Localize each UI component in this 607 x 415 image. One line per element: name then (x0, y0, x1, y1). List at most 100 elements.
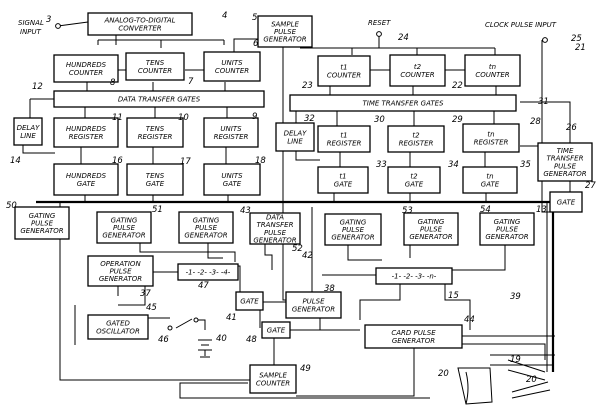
block-label: GATE (223, 180, 242, 188)
reference-numeral: 13 (536, 205, 547, 215)
block-label: t2 (414, 63, 422, 71)
block-label: GENERATOR (409, 233, 452, 241)
reference-numeral: 35 (520, 160, 531, 170)
block-label: TENS (146, 125, 165, 133)
block-frame (203, 117, 259, 148)
block-label: UNITS (221, 59, 243, 67)
block-frame (87, 314, 149, 340)
reference-numeral: 14 (10, 156, 21, 166)
block-frame (53, 117, 119, 148)
block-frame (537, 142, 593, 182)
reference-numeral: 49 (300, 364, 311, 374)
block-label: CARD PULSE (391, 329, 436, 337)
reference-numeral: 24 (398, 33, 409, 43)
block-label: GATE (240, 298, 259, 306)
reference-numeral: 50 (6, 201, 17, 211)
battery-symbol (198, 339, 212, 358)
block-label: COUNTER (215, 67, 249, 75)
block-frame (53, 90, 265, 108)
block-label: TRANSFER (257, 221, 294, 229)
block-label: PULSE (342, 226, 365, 234)
block-label: GENERATOR (263, 36, 306, 44)
reset-label: RESET (368, 19, 391, 27)
block-frame (387, 125, 445, 153)
block-label: PULSE (31, 220, 54, 228)
block-frame (126, 163, 184, 196)
reference-numeral: 39 (510, 292, 521, 302)
block-label: GATING (494, 218, 521, 226)
reference-numeral: 44 (464, 315, 475, 325)
block-label: tn (487, 131, 494, 139)
block-frame (203, 51, 261, 82)
block-label: REGISTER (138, 133, 173, 141)
block-frame (249, 212, 301, 245)
block-frame (317, 125, 371, 153)
clock-pulse-input-label: CLOCK PULSE INPUT (485, 21, 557, 29)
block-label: t1 (340, 132, 347, 140)
reference-numeral: 40 (216, 334, 227, 344)
reference-numeral: 5 (252, 13, 257, 23)
block-label: COUNTER (138, 67, 172, 75)
reference-numeral: 46 (158, 335, 169, 345)
block-label: PULSE (195, 224, 218, 232)
block-label: PULSE (554, 162, 577, 170)
block-dist38: -1- -2- -3- -n- (375, 267, 453, 285)
reference-numeral: 27 (585, 181, 596, 191)
reference-numeral: 19 (510, 355, 521, 365)
reference-numeral: 29 (452, 115, 463, 125)
block-label: HUNDREDS (66, 125, 107, 133)
reference-numeral: 26 (566, 123, 577, 133)
reference-numeral: 37 (140, 289, 151, 299)
reference-numeral: 18 (255, 156, 266, 166)
signal-input-text-2: INPUT (20, 28, 42, 36)
block-label: LINE (287, 137, 303, 145)
card-reader (457, 367, 493, 405)
reference-numeral: 25 (571, 34, 582, 44)
block-label: PULSE (496, 226, 519, 234)
reference-numeral: 33 (376, 160, 387, 170)
reference-numeral: 31 (538, 97, 549, 107)
block-label: GATING (340, 218, 367, 226)
reference-numeral: 22 (452, 81, 463, 91)
block-label: OPERATION (100, 260, 141, 268)
block-label: COUNTER (327, 71, 361, 79)
block-dtg: DATA TRANSFER GATES (53, 90, 265, 108)
signal-input-label: SIGNAL INPUT (18, 19, 44, 36)
block-label: UNITS (221, 172, 243, 180)
block-label: GENERATOR (485, 233, 528, 241)
block-frame (275, 122, 315, 152)
block-gate45: GATE (235, 291, 264, 311)
terminals (55, 23, 548, 331)
block-frame (389, 54, 446, 87)
reference-numeral: 52 (292, 244, 303, 254)
block-label: GENERATOR (292, 305, 335, 313)
block-frame (462, 123, 520, 153)
block-label: GATE (557, 199, 576, 207)
block-label: REGISTER (399, 139, 434, 147)
block-label: t2 (412, 132, 420, 140)
block-frame (96, 211, 152, 244)
block-frame (13, 117, 43, 146)
block-label: GATE (77, 180, 96, 188)
block-frame (53, 54, 119, 83)
